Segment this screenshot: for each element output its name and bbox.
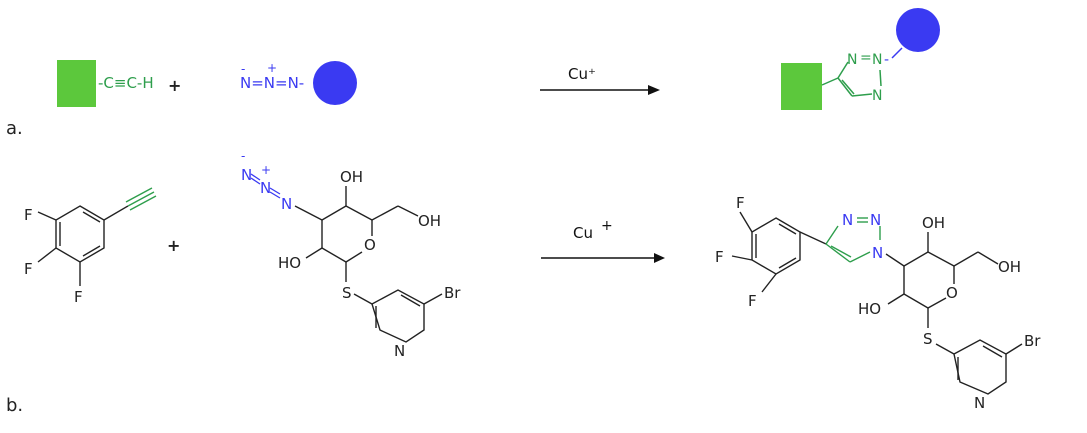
payload-bond [891, 47, 903, 59]
azide-minus-charge: - [241, 62, 245, 76]
azide-b-n1: N [241, 166, 252, 184]
product-pyridine-n: N [974, 394, 985, 412]
product-triazole-ring [825, 217, 881, 263]
fluoro-2: F [24, 260, 33, 278]
panel-a: a. -C≡C-H + - + N=N=N- Cu⁺ N = N - N [6, 8, 940, 139]
product-bromo: Br [1024, 332, 1041, 350]
azide-group-label: N=N=N- [240, 74, 304, 92]
pyridine-ring-b [371, 289, 443, 343]
alkyne-group-label: -C≡C-H [98, 74, 154, 92]
alkyne-bond-b [125, 187, 157, 211]
product-triazole-n2: N [870, 211, 881, 229]
azide-b-n2: N [260, 179, 271, 197]
product-sugar-ring [885, 232, 999, 355]
trifluorophenyl-ring-b [37, 205, 129, 286]
product-fluoro-2: F [715, 248, 724, 266]
azide-b-n3: N [281, 195, 292, 213]
arrow-head-a [648, 85, 660, 95]
product-fluoro-3: F [748, 292, 757, 310]
plus-sign-a: + [168, 76, 181, 95]
sugar-ring-b [294, 186, 419, 305]
azide-b-plus: + [261, 163, 271, 177]
pyridine-n-b: N [394, 342, 405, 360]
bromo-b: Br [444, 284, 461, 302]
sugar-ho-left: HO [278, 254, 301, 272]
product-oh-top: OH [922, 214, 945, 232]
product-circle-icon [896, 8, 940, 52]
payload-circle-icon [313, 61, 357, 105]
panel-b: b. F F F + - + N N N [6, 149, 1041, 416]
thioether-s: S [342, 284, 352, 302]
sugar-ring-oxygen: O [364, 236, 376, 254]
catalyst-charge-b: + [601, 218, 613, 234]
azide-plus-charge: + [267, 61, 277, 75]
panel-a-label: a. [6, 118, 23, 139]
product-fluoro-1: F [736, 194, 745, 212]
fluoro-1: F [24, 206, 33, 224]
sugar-oh-right: OH [418, 212, 441, 230]
triazole-bond-double: = [860, 50, 872, 66]
plus-sign-b: + [167, 236, 180, 255]
catalyst-label-b: Cu [573, 224, 593, 242]
product-phenyl-ring [731, 211, 827, 293]
catalyst-label-a: Cu⁺ [568, 65, 596, 83]
triazole-n2: N [872, 52, 882, 68]
product-thioether-s: S [923, 330, 933, 348]
triazole-ring-a [837, 61, 873, 97]
product-ring-oxygen: O [946, 284, 958, 302]
product-pyridine-ring [953, 339, 1023, 395]
arrow-head-b [654, 253, 665, 263]
triazole-bond-single: - [884, 52, 889, 68]
triazole-n2-n3-bond [879, 69, 882, 87]
triazole-n1: N [847, 52, 857, 68]
product-oh-right: OH [998, 258, 1021, 276]
triazole-n3: N [872, 88, 882, 104]
azide-b-minus: - [241, 149, 245, 163]
fluoro-3: F [74, 288, 83, 306]
panel-b-label: b. [6, 395, 23, 416]
sugar-oh-top: OH [340, 168, 363, 186]
product-ho-left: HO [858, 300, 881, 318]
product-triazole-n1: N [842, 211, 853, 229]
scaffold-square-icon [57, 60, 96, 107]
product-triazole-n3: N [872, 244, 883, 262]
azide-b-bonds [250, 173, 281, 199]
linker-bond [821, 77, 839, 86]
product-square-icon [781, 63, 822, 110]
